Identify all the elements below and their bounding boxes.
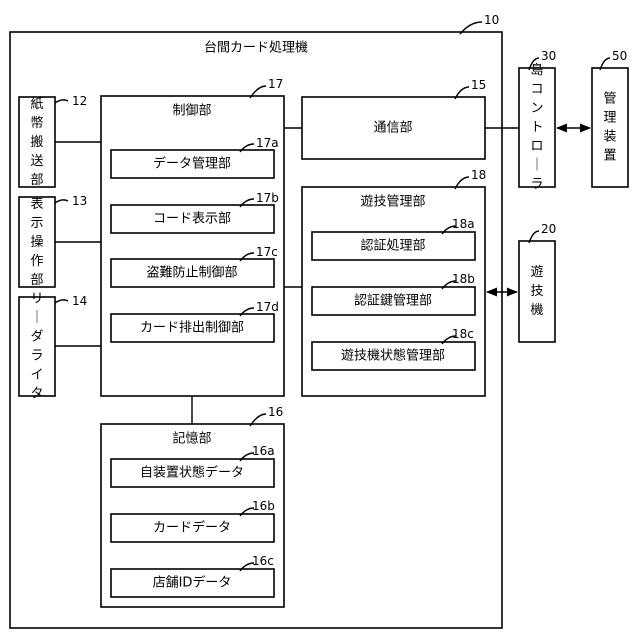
storage-label: 記憶部 — [172, 431, 211, 447]
controller-label: 制御部 — [172, 104, 211, 119]
storage-ref: 16 — [268, 405, 283, 419]
display-operation-ref: 13 — [72, 194, 87, 208]
game-management-subunit-3-label: 遊技機状態管理部 — [341, 348, 445, 364]
controller-subunit-1-ref: 17a — [256, 136, 279, 150]
game-management-subunit-3-ref: 18c — [452, 327, 474, 341]
controller-ref: 17 — [268, 77, 283, 91]
paper-transport-label: 紙幣搬送部 — [30, 97, 43, 188]
device-ref: 10 — [484, 13, 499, 27]
storage-subunit-1-ref: 16a — [252, 444, 275, 458]
controller-subunit-3-label: 盗難防止制御部 — [146, 265, 237, 281]
paper-transport-ref: 12 — [72, 94, 87, 108]
island-controller-ref: 30 — [541, 49, 556, 63]
controller-subunit-2-ref: 17b — [256, 191, 279, 205]
display-operation-label: 表示操作部 — [30, 197, 43, 288]
storage-subunit-1-label: 自装置状態データ — [140, 465, 244, 481]
controller-subunit-2-label: コード表示部 — [153, 212, 231, 227]
controller-subunit-4-ref: 17d — [256, 300, 279, 314]
game-machine-label: 遊技機 — [530, 265, 543, 318]
game-management-subunit-2-ref: 18b — [452, 272, 475, 286]
communication-label: 通信部 — [373, 121, 412, 136]
management-device-box — [592, 68, 628, 187]
storage-subunit-2-ref: 16b — [252, 499, 275, 513]
communication-ref: 15 — [471, 78, 486, 92]
management-device-ref: 50 — [612, 49, 627, 63]
game-management-label: 遊技管理部 — [360, 195, 425, 210]
storage-subunit-3-ref: 16c — [252, 554, 274, 568]
device-label: 台間カード処理機 — [204, 41, 308, 56]
controller-subunit-1-label: データ管理部 — [153, 156, 231, 172]
game-machine-ref: 20 — [541, 222, 556, 236]
controller-subunit-3-ref: 17c — [256, 245, 278, 259]
game-management-subunit-1-ref: 18a — [452, 217, 475, 231]
controller-subunit-4-label: カード排出制御部 — [140, 321, 244, 336]
storage-subunit-2-label: カードデータ — [153, 520, 231, 536]
game-management-subunit-2-label: 認証鍵管理部 — [354, 293, 432, 309]
reader-writer-ref: 14 — [72, 294, 87, 308]
game-management-subunit-1-label: 認証処理部 — [360, 238, 425, 254]
island-controller-label: 島コントロ｜ラ — [530, 63, 543, 192]
game-management-ref: 18 — [471, 168, 486, 182]
storage-subunit-3-label: 店舗IDデータ — [153, 575, 232, 591]
